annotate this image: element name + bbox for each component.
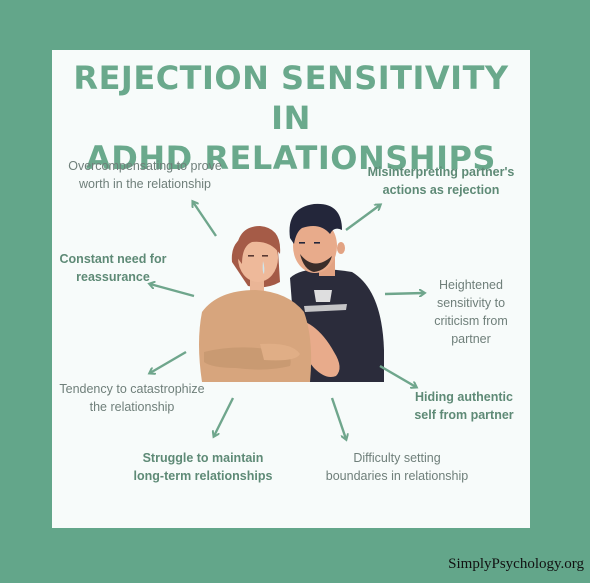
arrow-overcompensating: [193, 202, 217, 237]
arrow-misinterpreting: [345, 205, 380, 231]
couple-illustration: [199, 203, 384, 382]
arrow-reassurance: [150, 284, 195, 298]
woman-figure: [199, 226, 312, 382]
site-credit: SimplyPsychology.org: [448, 556, 584, 572]
arrows-layer: [52, 50, 530, 528]
label-hiding: Hiding authentic self from partner: [414, 390, 514, 422]
arrow-catastrophize: [150, 350, 187, 373]
title-line-2: ADHD RELATIONSHIPS: [86, 139, 496, 177]
arrow-struggle: [214, 397, 235, 436]
label-overcompensating: Overcompensating to prove worth in the r…: [68, 159, 222, 191]
title-line-1: REJECTION SENSITIVITY IN: [73, 59, 509, 137]
arrow-boundaries: [330, 397, 346, 439]
label-heightened: Heightened sensitivity to criticism from…: [434, 278, 508, 346]
infographic-title: REJECTION SENSITIVITY IN ADHD RELATIONSH…: [52, 58, 530, 178]
label-reassurance: Constant need for reassurance: [59, 252, 167, 284]
infographic-card: REJECTION SENSITIVITY IN ADHD RELATIONSH…: [52, 50, 530, 528]
label-struggle: Struggle to maintain long-term relations…: [133, 451, 273, 483]
label-misinterpreting: Misinterpreting partner's actions as rej…: [367, 165, 515, 197]
label-boundaries: Difficulty setting boundaries in relatio…: [325, 451, 469, 483]
label-catastrophize: Tendency to catastrophize the relationsh…: [59, 382, 205, 414]
arrow-hiding: [379, 364, 416, 387]
arrow-heightened: [384, 293, 424, 294]
